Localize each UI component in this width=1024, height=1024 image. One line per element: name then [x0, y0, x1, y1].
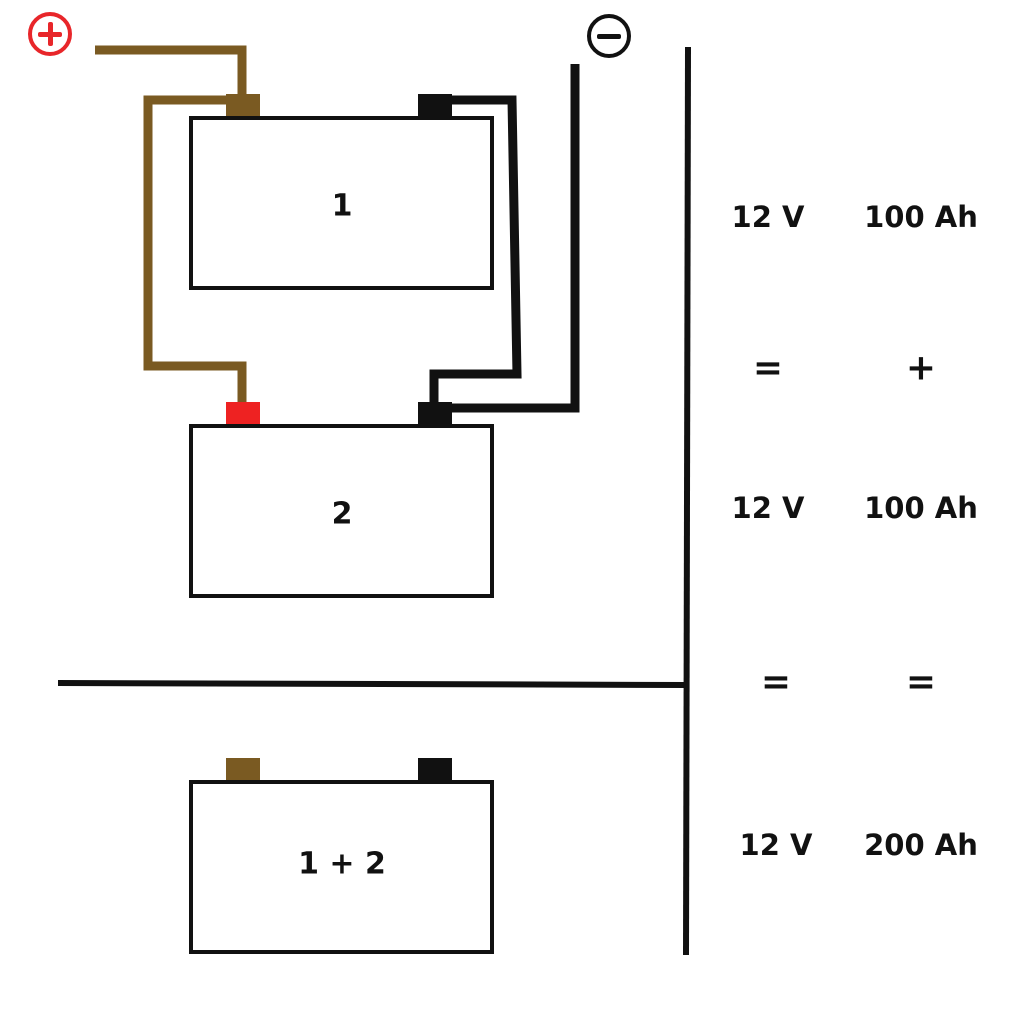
combined-capacity: 200 Ah: [864, 828, 978, 862]
battery-2-positive-terminal: [226, 402, 260, 424]
combined-battery-positive-terminal: [226, 758, 260, 780]
battery-1-negative-terminal: [418, 94, 452, 116]
minus-circle-icon: [587, 14, 631, 58]
plus-vertical-stroke: [47, 22, 53, 46]
battery-1-positive-terminal: [226, 94, 260, 116]
positive-parallel-wire: [143, 95, 247, 404]
battery-2-body: [189, 424, 494, 598]
battery-1-capacity: 100 Ah: [864, 200, 978, 234]
voltage-result-equals-sign: =: [760, 661, 792, 703]
positive-main-wire: [95, 45, 247, 96]
minus-stroke: [597, 33, 621, 39]
capacity-plus-sign: +: [905, 347, 937, 389]
combined-voltage: 12 V: [739, 828, 813, 862]
battery-2-capacity: 100 Ah: [864, 491, 978, 525]
battery-1-voltage: 12 V: [731, 200, 805, 234]
vertical-divider: [683, 46, 691, 956]
negative-parallel-wire: [429, 95, 522, 404]
negative-main-wire: [440, 64, 580, 413]
voltage-equals-sign: =: [752, 347, 784, 389]
battery-2-voltage: 12 V: [731, 491, 805, 525]
combined-battery-body: [189, 780, 494, 954]
horizontal-divider: [57, 680, 687, 688]
capacity-result-equals-sign: =: [905, 661, 937, 703]
combined-battery-negative-terminal: [418, 758, 452, 780]
combined-battery-label: 1 + 2: [298, 846, 386, 882]
battery-2-label: 2: [331, 496, 353, 532]
battery-2-negative-terminal: [418, 402, 452, 424]
battery-1-label: 1: [331, 188, 353, 224]
plus-circle-icon: [28, 12, 72, 56]
battery-1-body: [189, 116, 494, 290]
